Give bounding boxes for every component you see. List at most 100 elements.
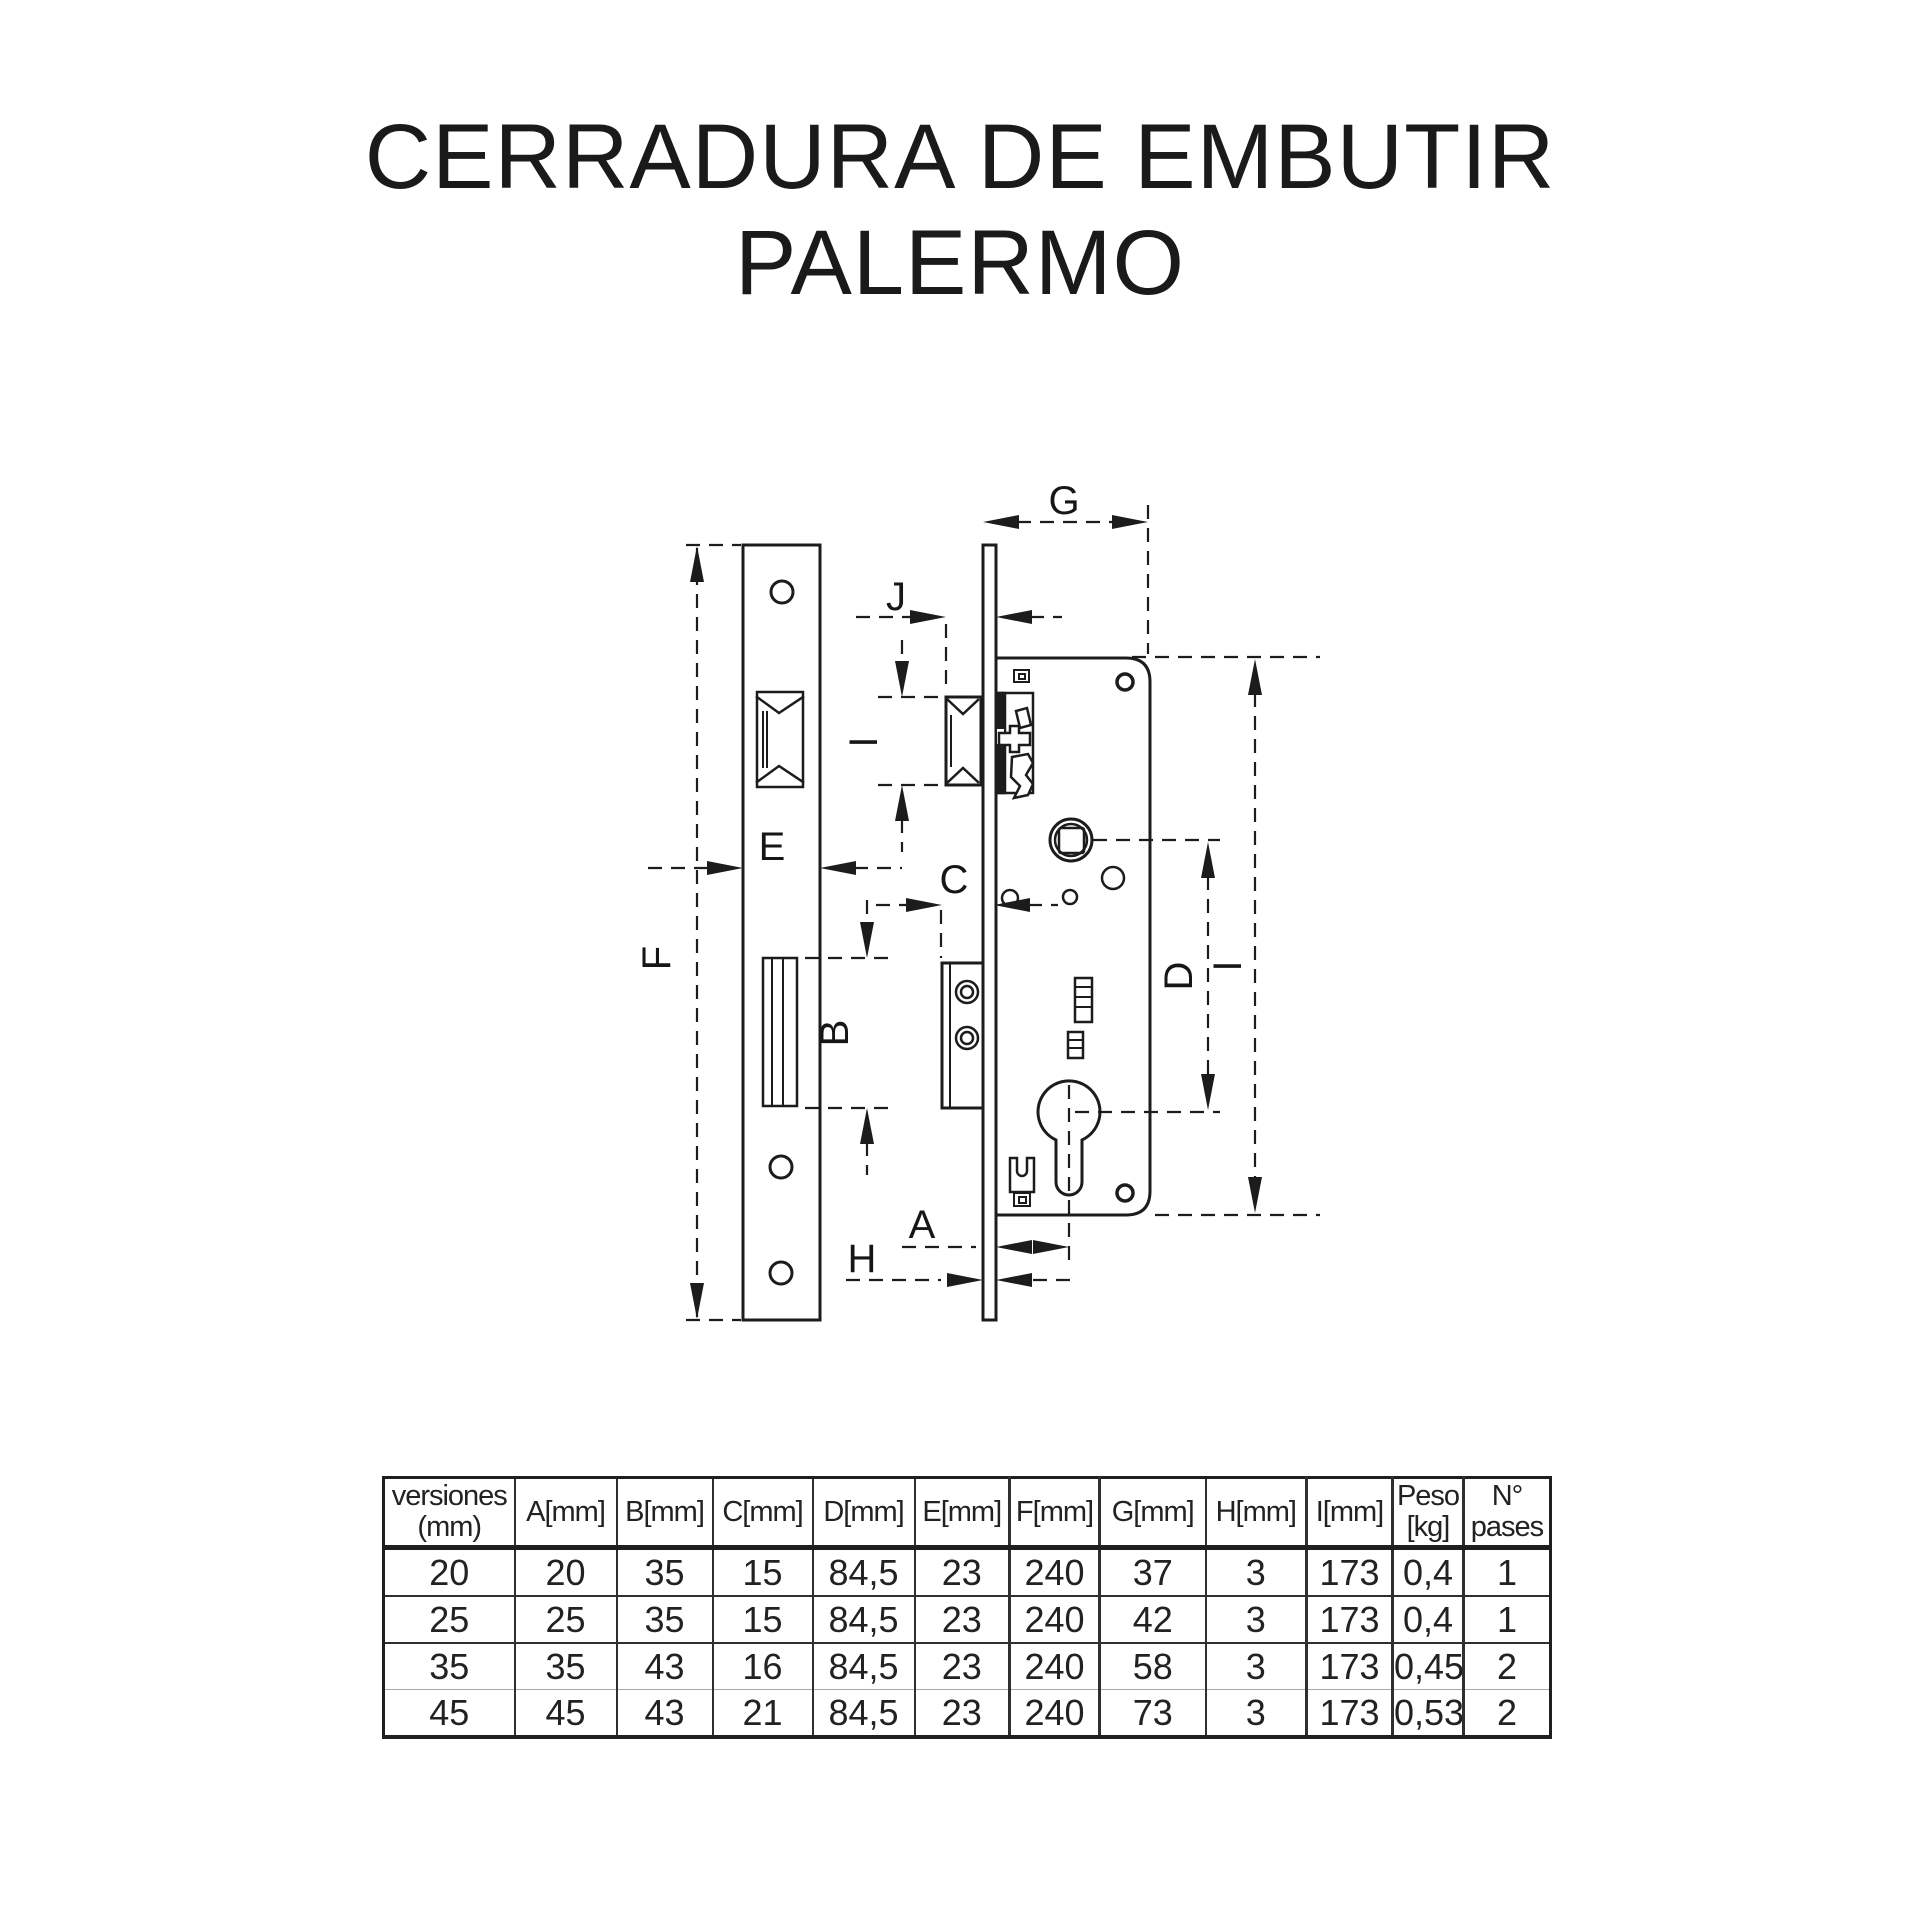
col-header-pases: N° pases xyxy=(1463,1477,1551,1550)
deadbolt-strike-opening xyxy=(761,956,799,1108)
dimension-lines xyxy=(648,505,1320,1322)
body-square-hole-top xyxy=(1013,669,1030,683)
col-header-A: A[mm] xyxy=(514,1477,618,1550)
strike-plate-screw-hole-middle xyxy=(768,1154,794,1180)
cell: 20 xyxy=(514,1547,618,1597)
cell: 0,45 xyxy=(1392,1643,1465,1690)
cell: 45 xyxy=(514,1689,618,1737)
cell: 25 xyxy=(514,1596,618,1644)
cell: 0,53 xyxy=(1392,1689,1465,1737)
col-header-D: D[mm] xyxy=(812,1477,916,1550)
cell: 35 xyxy=(616,1596,714,1644)
cell: 20 xyxy=(383,1547,516,1597)
dim-label-I-latch: I xyxy=(842,736,886,747)
col-header-I: I[mm] xyxy=(1306,1477,1394,1550)
cell: 15 xyxy=(712,1547,814,1597)
cell: 42 xyxy=(1099,1596,1207,1644)
lock-body xyxy=(994,656,1152,1217)
cell: 35 xyxy=(616,1547,714,1597)
cell: 21 xyxy=(712,1689,814,1737)
latch-bolt xyxy=(944,695,983,787)
faceplate xyxy=(981,543,998,1322)
page-title-line2: PALERMO xyxy=(734,212,1186,314)
cell: 2 xyxy=(1463,1643,1551,1690)
table-row-version-20: 20 20 35 15 84,5 23 240 37 3 173 0,4 1 xyxy=(383,1547,1551,1597)
dimensions-table: versiones (mm) A[mm] B[mm] C[mm] D[mm] E… xyxy=(382,1476,1552,1739)
strike-plate-screw-hole-top xyxy=(769,579,795,605)
cell: 84,5 xyxy=(812,1596,916,1644)
cell: 173 xyxy=(1306,1596,1394,1644)
dim-label-A: A xyxy=(909,1203,936,1247)
cell: 16 xyxy=(712,1643,814,1690)
col-header-versiones: versiones (mm) xyxy=(383,1477,516,1550)
cell: 25 xyxy=(383,1596,516,1644)
cell: 1 xyxy=(1463,1547,1551,1597)
euro-cylinder-hole xyxy=(1036,1079,1102,1197)
cell: 3 xyxy=(1205,1689,1308,1737)
cell: 0,4 xyxy=(1392,1547,1465,1597)
table-row-version-45: 45 45 43 21 84,5 23 240 73 3 173 0,53 2 xyxy=(383,1689,1551,1737)
col-header-C: C[mm] xyxy=(712,1477,814,1550)
dimension-labels: G J I E F C B D I A H xyxy=(635,479,1250,1281)
deadbolt-box xyxy=(940,961,985,1110)
cell: 1 xyxy=(1463,1596,1551,1644)
cell: 3 xyxy=(1205,1596,1308,1644)
dim-label-E: E xyxy=(759,825,786,869)
cell: 23 xyxy=(914,1643,1011,1690)
dim-label-H: H xyxy=(848,1237,877,1281)
spring-clip xyxy=(1008,1156,1036,1194)
cell: 43 xyxy=(616,1643,714,1690)
dim-label-C: C xyxy=(940,858,969,902)
table-row-version-25: 25 25 35 15 84,5 23 240 42 3 173 0,4 1 xyxy=(383,1596,1551,1644)
cell: 84,5 xyxy=(812,1547,916,1597)
cell: 173 xyxy=(1306,1689,1394,1737)
cell: 58 xyxy=(1099,1643,1207,1690)
cell: 23 xyxy=(914,1547,1011,1597)
body-screw-hole-top xyxy=(1115,672,1135,692)
cell: 35 xyxy=(383,1643,516,1690)
strike-plate-screw-hole-bottom xyxy=(768,1260,794,1286)
cell: 240 xyxy=(1009,1547,1101,1597)
cell: 35 xyxy=(514,1643,618,1690)
lock-geometry xyxy=(741,543,1152,1322)
cell: 84,5 xyxy=(812,1689,916,1737)
cell: 0,4 xyxy=(1392,1596,1465,1644)
page-title-line1: CERRADURA DE EMBUTIR xyxy=(364,106,1556,208)
col-header-H: H[mm] xyxy=(1205,1477,1308,1550)
table-row-version-35: 35 35 43 16 84,5 23 240 58 3 173 0,45 2 xyxy=(383,1643,1551,1690)
cell: 173 xyxy=(1306,1643,1394,1690)
cell: 3 xyxy=(1205,1547,1308,1597)
col-header-F: F[mm] xyxy=(1009,1477,1101,1550)
cell: 84,5 xyxy=(812,1643,916,1690)
dim-label-B: B xyxy=(813,1020,857,1047)
dim-label-J: J xyxy=(886,575,906,619)
cell: 2 xyxy=(1496,1691,1518,1733)
body-square-hole-bottom xyxy=(1013,1192,1031,1207)
page-title: CERRADURA DE EMBUTIR PALERMO xyxy=(0,104,1920,316)
latch-strike-opening xyxy=(755,690,805,789)
dim-label-I-body: I xyxy=(1206,960,1250,971)
table-header-row: versiones (mm) A[mm] B[mm] C[mm] D[mm] E… xyxy=(383,1477,1551,1550)
cell: 3 xyxy=(1205,1643,1308,1690)
cell: 240 xyxy=(1009,1596,1101,1644)
cell: 240 xyxy=(1009,1643,1101,1690)
dimension-arrowheads xyxy=(690,515,1262,1319)
cell: 37 xyxy=(1099,1547,1207,1597)
dim-label-F: F xyxy=(635,946,679,970)
cell: 173 xyxy=(1306,1547,1394,1597)
col-header-B: B[mm] xyxy=(616,1477,714,1550)
dim-label-G: G xyxy=(1048,479,1079,523)
col-header-G: G[mm] xyxy=(1099,1477,1207,1550)
col-header-E: E[mm] xyxy=(914,1477,1011,1550)
dim-label-D: D xyxy=(1157,962,1201,991)
latch-mechanism xyxy=(994,691,1035,800)
cell: 73 xyxy=(1099,1689,1207,1737)
cell: 45 xyxy=(383,1689,516,1737)
cell: 23 xyxy=(914,1689,1011,1737)
body-screw-hole-bottom xyxy=(1115,1183,1135,1203)
lever-pack xyxy=(1066,976,1094,1060)
cell: 23 xyxy=(914,1596,1011,1644)
cell: 43 xyxy=(616,1689,714,1737)
